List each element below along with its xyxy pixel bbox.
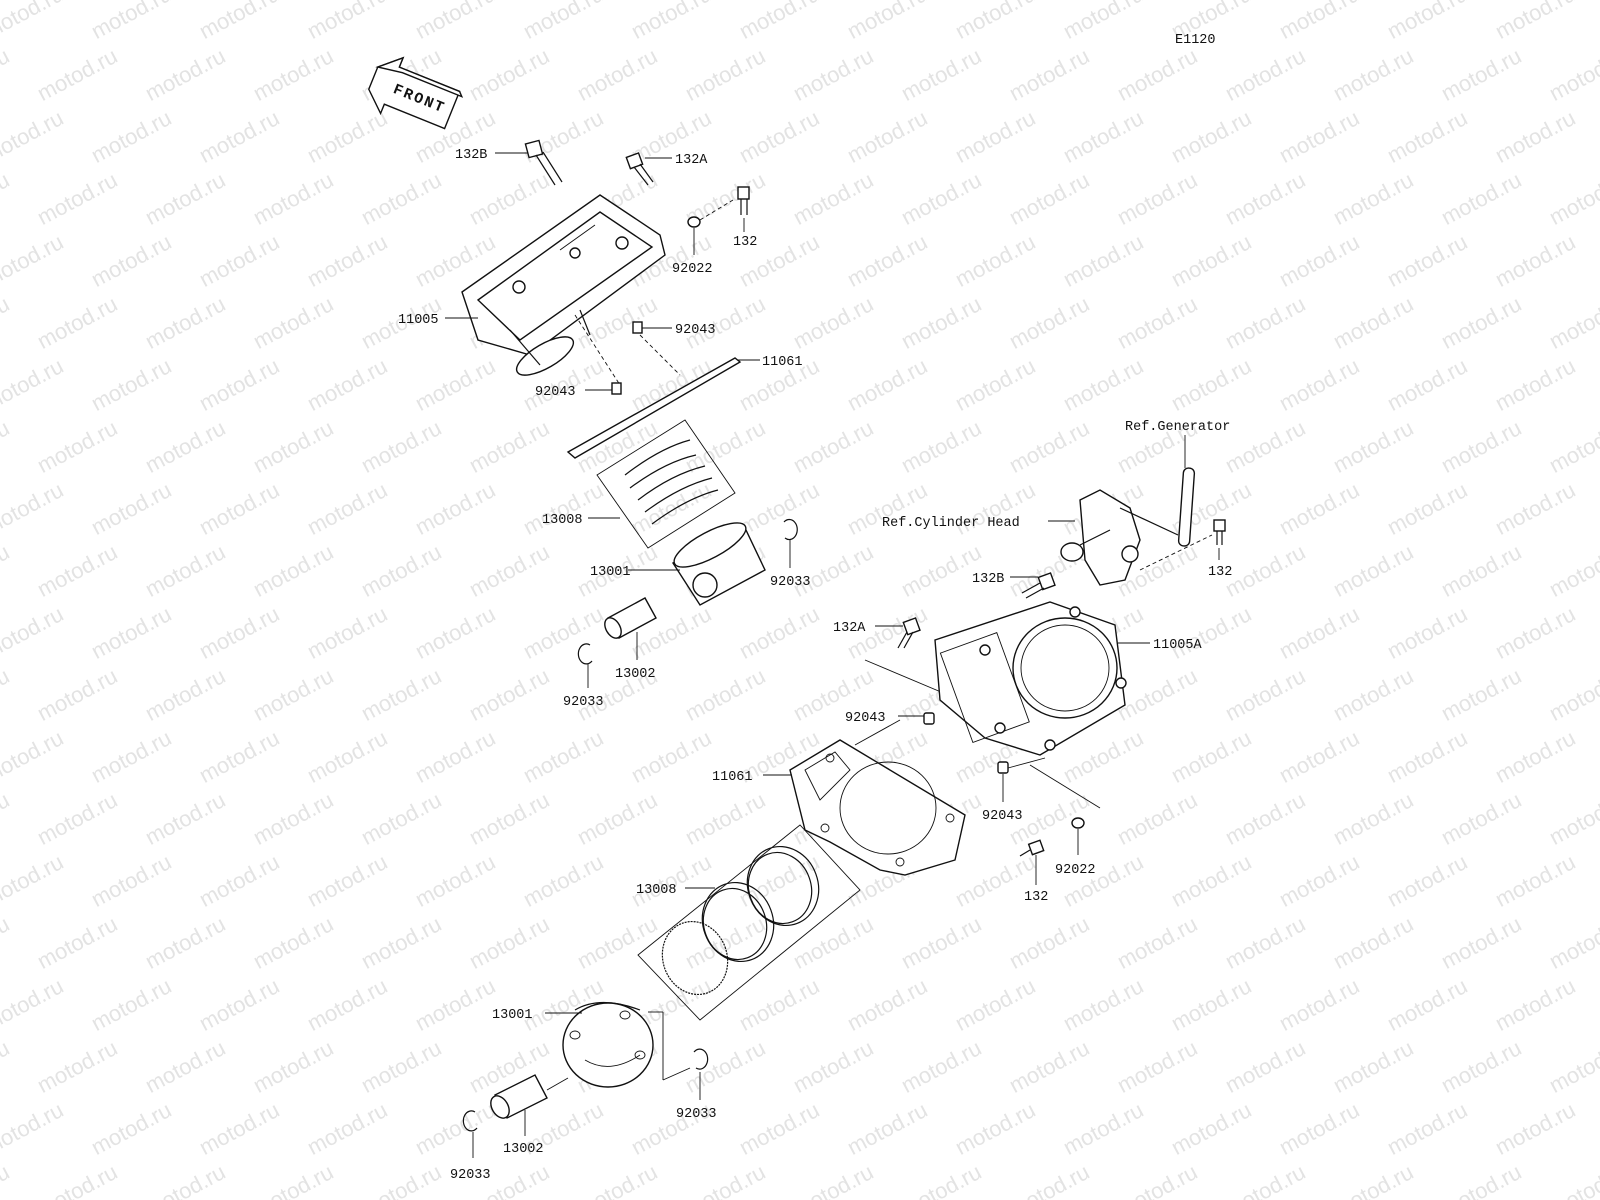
callout-132a-mid: 132A <box>833 621 866 636</box>
circlip-92033-top-left-icon <box>577 643 593 665</box>
callout-13001-bottom: 13001 <box>492 1008 533 1023</box>
circlip-92033-bottom-left-icon <box>462 1110 478 1132</box>
callout-132a-top: 132A <box>675 153 708 168</box>
callout-92033-bottom-right: 92033 <box>676 1107 717 1122</box>
callout-132b-mid: 132B <box>972 572 1004 587</box>
ref-generator-label: Ref.Generator <box>1125 420 1230 435</box>
callout-11005: 11005 <box>398 313 439 328</box>
bolt-132-bottom-icon <box>1019 839 1045 857</box>
cam-chain-tensioner-icon <box>1060 489 1179 586</box>
callout-132b-top: 132B <box>455 148 487 163</box>
bolt-132-right-icon <box>1213 519 1226 545</box>
gasket-11061-bottom-icon <box>789 739 966 876</box>
circlip-92033-bottom-right-icon <box>693 1048 709 1070</box>
callout-132-right: 132 <box>1208 565 1232 580</box>
piston-13001-top-icon <box>671 522 766 606</box>
dowel-92043-top-left-icon <box>611 382 622 395</box>
piston-ring-set-13008-bottom-icon <box>637 824 861 1021</box>
piston-pin-13002-bottom-icon <box>490 1074 569 1119</box>
callout-13008-top: 13008 <box>542 513 583 528</box>
callout-92043-mid-left: 92043 <box>845 711 886 726</box>
callout-11061-top: 11061 <box>762 355 803 370</box>
bolt-132-top-icon <box>737 186 750 215</box>
callout-92033-top-right: 92033 <box>770 575 811 590</box>
callout-92022-top: 92022 <box>672 262 713 277</box>
callout-92043-top-left: 92043 <box>535 385 576 400</box>
cylinder-block-11005-icon <box>461 194 666 376</box>
callout-92033-bottom-left: 92033 <box>450 1168 491 1183</box>
cylinder-block-11005a-icon <box>934 601 1127 756</box>
dowel-92043-mid-right-icon <box>997 761 1009 774</box>
callout-132-top: 132 <box>733 235 757 250</box>
washer-92022-top-icon <box>687 216 701 228</box>
circlip-92033-top-right-icon <box>783 518 798 541</box>
callout-92022-bottom: 92022 <box>1055 863 1096 878</box>
front-arrow-icon: FRONT <box>368 56 464 130</box>
washer-92022-bottom-icon <box>1071 817 1085 829</box>
piston-13001-bottom-icon <box>562 1001 654 1088</box>
bolt-132a-top-icon <box>625 152 654 186</box>
bolt-132a-mid-icon <box>897 617 921 649</box>
callout-13002-top: 13002 <box>615 667 656 682</box>
callout-92043-top-right: 92043 <box>675 323 716 338</box>
dowel-92043-top-right-icon <box>632 321 643 334</box>
callout-92033-top-left: 92033 <box>563 695 604 710</box>
piston-ring-set-13008-top-icon <box>596 419 736 549</box>
diagram-code: E1120 <box>1175 33 1216 48</box>
generator-bar-icon <box>1177 467 1196 547</box>
callout-132-bottom: 132 <box>1024 890 1048 905</box>
piston-pin-13002-top-icon <box>604 597 657 639</box>
bolt-132b-top-icon <box>524 139 563 186</box>
dowel-92043-mid-left-icon <box>923 712 935 725</box>
callout-13001-top: 13001 <box>590 565 631 580</box>
ref-cylinder-head-label: Ref.Cylinder Head <box>882 516 1020 531</box>
callout-11061-bottom: 11061 <box>712 770 753 785</box>
callout-11005a: 11005A <box>1153 638 1203 653</box>
bolt-132b-mid-icon <box>1021 572 1056 599</box>
callout-92043-mid-right: 92043 <box>982 809 1023 824</box>
callout-13008-bottom: 13008 <box>636 883 677 898</box>
gasket-11061-top-icon <box>566 357 742 459</box>
callout-13002-bottom: 13002 <box>503 1142 544 1157</box>
